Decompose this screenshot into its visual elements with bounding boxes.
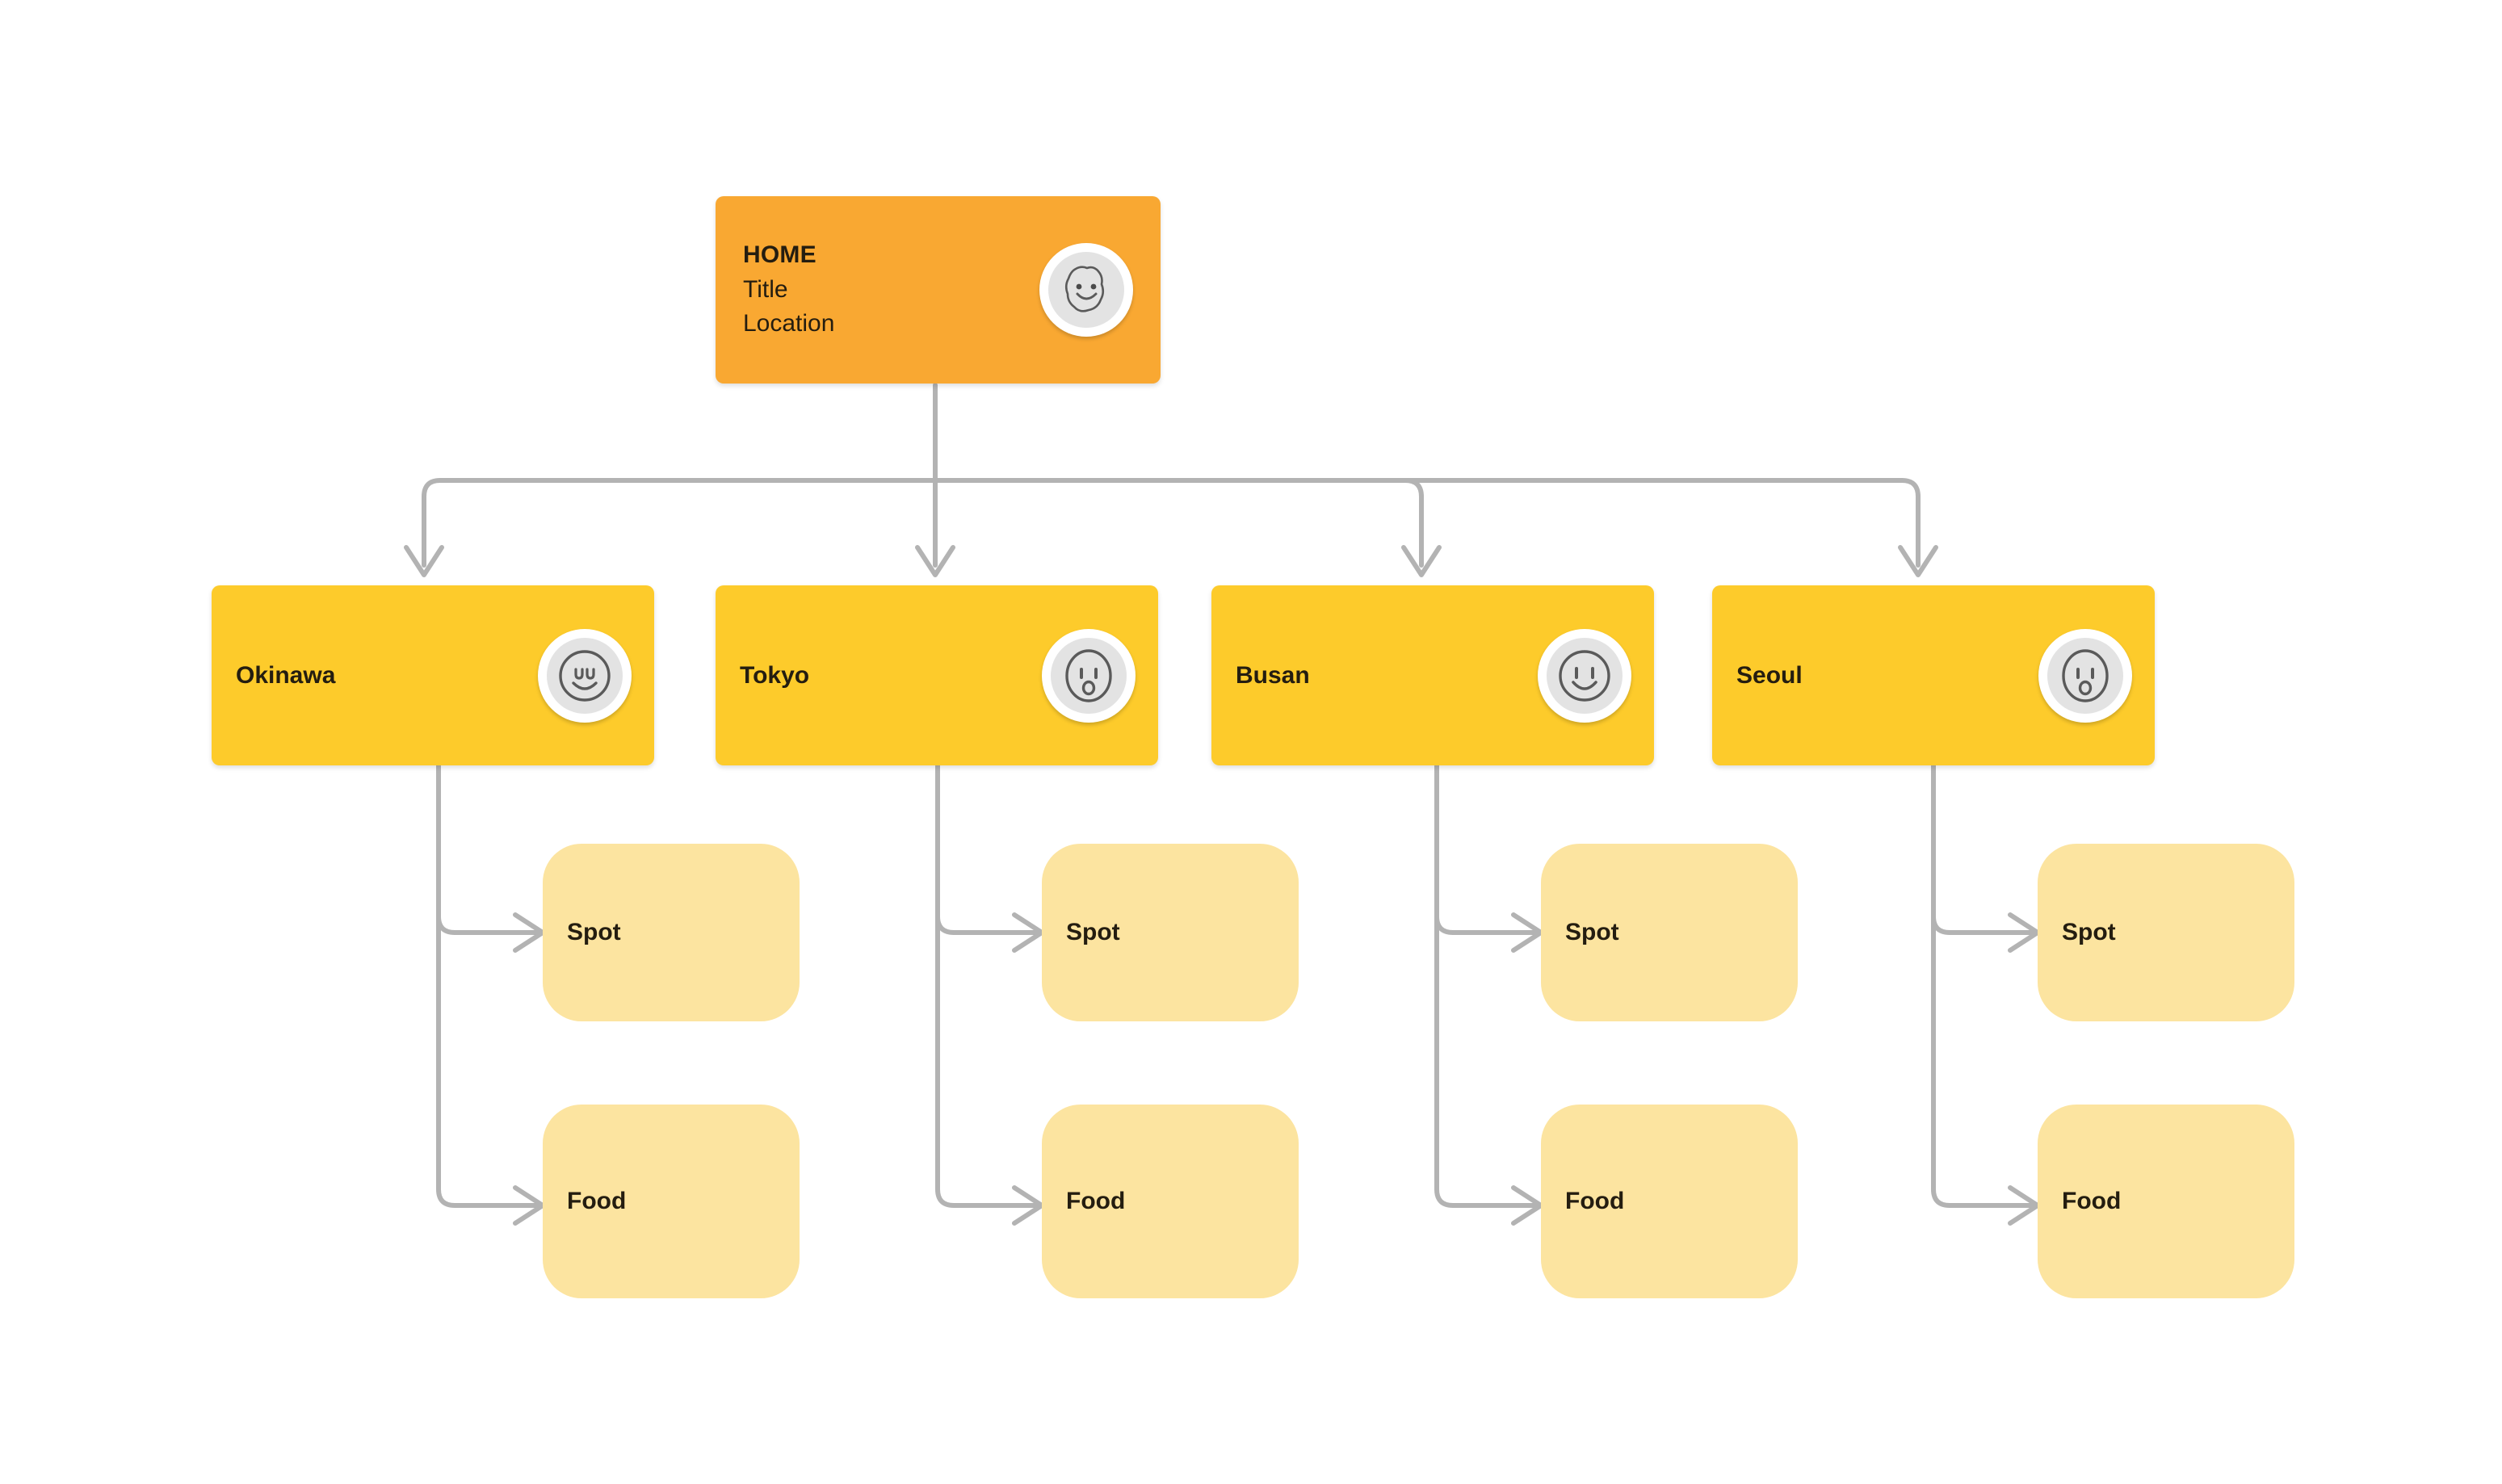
avatar-disc: [2047, 637, 2123, 714]
arrowhead-busan-spot: [1511, 912, 1543, 953]
connector-okinawa-spot: [436, 763, 539, 935]
leaf-card-okinawa-spot[interactable]: Spot: [543, 844, 800, 1021]
home-card-line2: Title: [743, 275, 788, 303]
city-card-tokyo[interactable]: Tokyo: [716, 585, 1158, 765]
avatar-disc: [1051, 637, 1127, 714]
arrowhead-okinawa: [404, 545, 444, 577]
leaf-card-tokyo-food[interactable]: Food: [1042, 1105, 1299, 1298]
avatar-disc: [1048, 252, 1124, 328]
avatar: [1039, 243, 1133, 337]
smiley-face-icon: [1559, 649, 1610, 702]
leaf-card-seoul-food[interactable]: Food: [2038, 1105, 2294, 1298]
leaf-card-label: Spot: [1066, 919, 1120, 945]
leaf-card-label: Spot: [2062, 919, 2116, 945]
leaf-card-label: Food: [2062, 1188, 2122, 1214]
leaf-card-okinawa-food[interactable]: Food: [543, 1105, 800, 1298]
arrowhead-tokyo-spot: [1012, 912, 1044, 953]
happy-closed-eyes-face-icon: [559, 649, 611, 702]
arrowhead-tokyo: [915, 545, 955, 577]
home-card-line3: Location: [743, 310, 835, 337]
leaf-card-label: Spot: [567, 919, 621, 945]
arrowhead-okinawa-spot: [513, 912, 545, 953]
leaf-card-busan-food[interactable]: Food: [1541, 1105, 1798, 1298]
avatar-disc: [547, 637, 623, 714]
arrowhead-seoul: [1898, 545, 1938, 577]
home-card-title: HOME: [743, 241, 817, 269]
home-card[interactable]: HOME Title Location: [716, 196, 1161, 384]
connector-seoul-food: [1931, 763, 2034, 1208]
leaf-card-label: Food: [1066, 1188, 1126, 1214]
city-card-busan[interactable]: Busan: [1211, 585, 1654, 765]
arrowhead-okinawa-food: [513, 1185, 545, 1226]
connector-busan-food: [1434, 763, 1538, 1208]
leaf-card-busan-spot[interactable]: Spot: [1541, 844, 1798, 1021]
connector-bus-left: [422, 478, 938, 568]
arrowhead-seoul-food: [2008, 1185, 2040, 1226]
avatar: [1538, 628, 1631, 723]
connector-tokyo-spot: [935, 763, 1039, 935]
avatar: [2038, 628, 2132, 723]
connector-busan-spot: [1434, 763, 1538, 935]
city-card-okinawa[interactable]: Okinawa: [212, 585, 654, 765]
city-card-label: Seoul: [1736, 661, 1803, 689]
avatar: [1042, 628, 1136, 723]
surprised-face-icon: [1065, 648, 1112, 702]
leaf-card-seoul-spot[interactable]: Spot: [2038, 844, 2294, 1021]
city-card-label: Busan: [1236, 661, 1310, 689]
leaf-card-tokyo-spot[interactable]: Spot: [1042, 844, 1299, 1021]
leaf-card-label: Food: [567, 1188, 627, 1214]
connector-seoul-spot: [1931, 763, 2034, 935]
home-card-text: HOME Title Location: [743, 238, 834, 342]
arrowhead-tokyo-food: [1012, 1185, 1044, 1226]
leaf-card-label: Food: [1565, 1188, 1625, 1214]
arrowhead-seoul-spot: [2008, 912, 2040, 953]
connector-bus-mid2: [933, 478, 1424, 568]
avatar-disc: [1547, 637, 1623, 714]
surprised-face-icon: [2062, 648, 2109, 702]
arrowhead-busan: [1401, 545, 1442, 577]
connector-okinawa-food: [436, 763, 539, 1208]
connector-bus-right: [933, 478, 1921, 568]
city-card-seoul[interactable]: Seoul: [1712, 585, 2155, 765]
avatar: [538, 628, 632, 723]
leaf-card-label: Spot: [1565, 919, 1619, 945]
blob-smiley-face-icon: [1064, 266, 1105, 312]
arrowhead-busan-food: [1511, 1185, 1543, 1226]
connector-tokyo-food: [935, 763, 1039, 1208]
city-card-label: Tokyo: [740, 661, 810, 689]
city-card-label: Okinawa: [236, 661, 336, 689]
